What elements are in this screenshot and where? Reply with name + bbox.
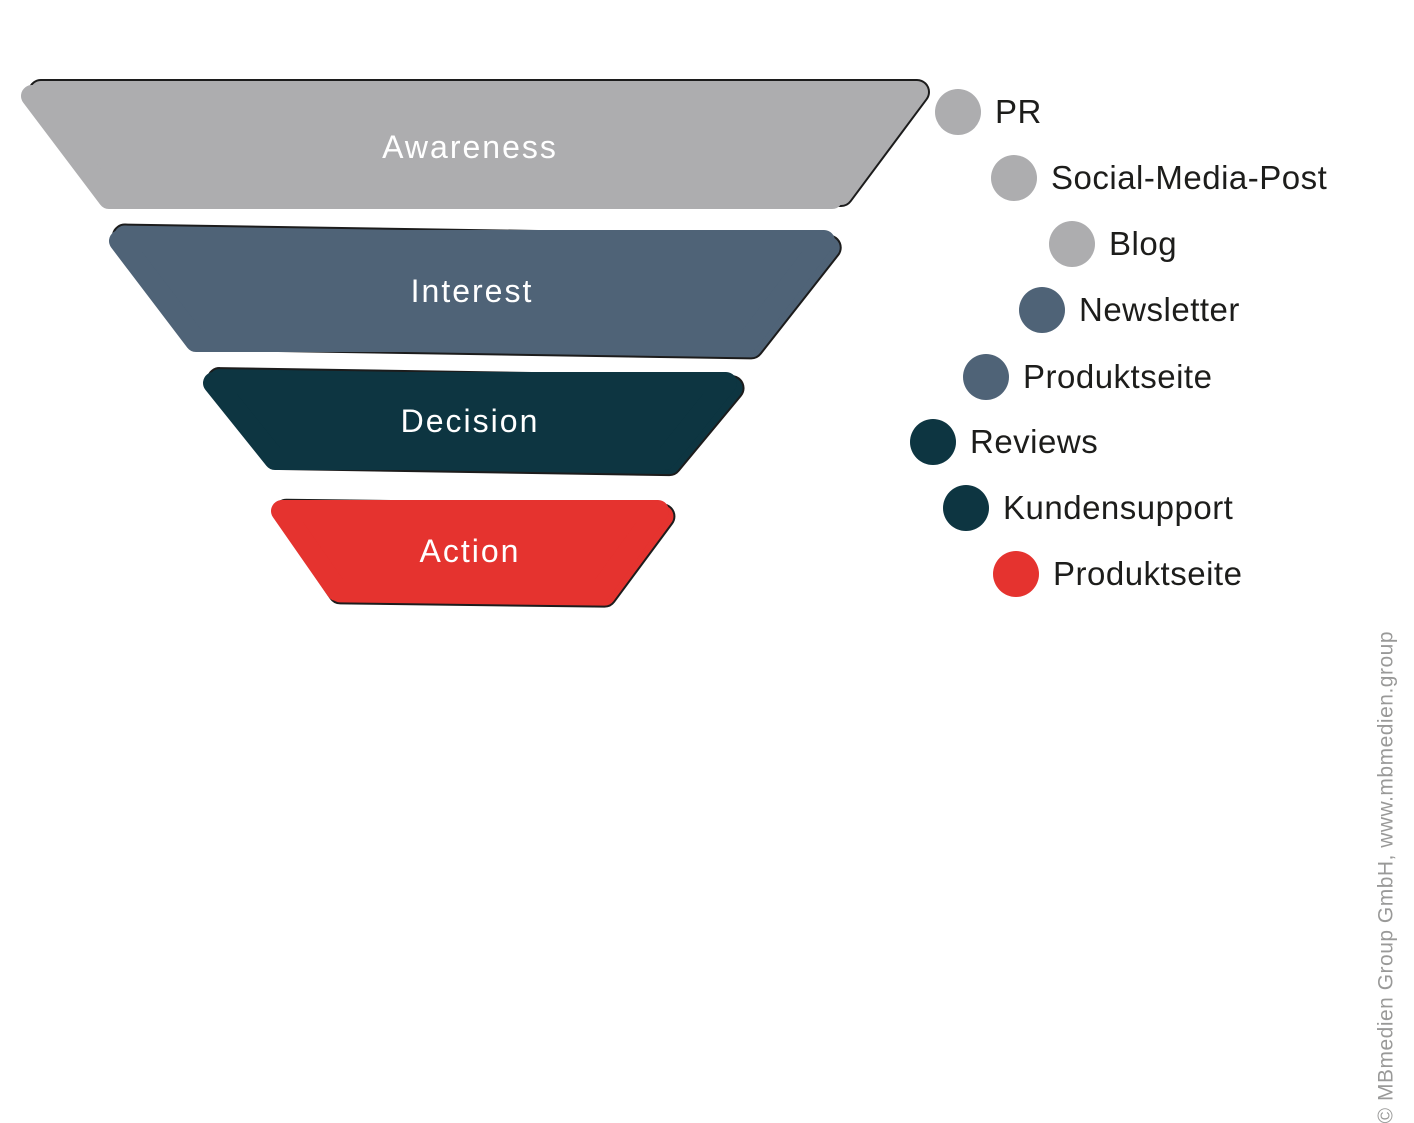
legend-dot-icon — [1049, 221, 1095, 267]
funnel-chart: Awareness Interest Decision Action — [21, 79, 930, 608]
legend-label: Reviews — [970, 423, 1099, 460]
legend-dot-icon — [935, 89, 981, 135]
decision-shape — [203, 372, 737, 470]
legend-label: Social-Media-Post — [1051, 159, 1328, 196]
legend-item-produktseite: Produktseite — [963, 354, 1212, 400]
legend-item-reviews: Reviews — [910, 419, 1098, 465]
funnel-stage-decision: Decision — [203, 367, 745, 477]
legend-item-newsletter: Newsletter — [1019, 287, 1240, 333]
funnel-stage-action: Action — [271, 498, 676, 608]
action-label: Action — [420, 533, 521, 569]
interest-shape — [109, 230, 835, 352]
legend-label: Newsletter — [1079, 291, 1240, 328]
legend-item-kundensupport: Kundensupport — [943, 485, 1233, 531]
legend-item-pr: PR — [935, 89, 1042, 135]
legend-item-blog: Blog — [1049, 221, 1177, 267]
funnel-diagram-page: { "background": "#ffffff", "funnel": { "… — [21, 79, 1397, 1123]
legend-label: Produktseite — [1023, 358, 1213, 395]
legend-item-social-media-post: Social-Media-Post — [991, 155, 1327, 201]
legend-dot-icon — [993, 551, 1039, 597]
decision-label: Decision — [401, 403, 540, 439]
awareness-label: Awareness — [382, 129, 558, 165]
legend-dot-icon — [910, 419, 956, 465]
legend-label: Blog — [1109, 225, 1178, 262]
funnel-stage-awareness: Awareness — [21, 79, 930, 209]
legend-label: Kundensupport — [1003, 489, 1234, 526]
interest-label: Interest — [411, 273, 534, 309]
legend-label: Produktseite — [1053, 555, 1243, 592]
legend-dot-icon — [991, 155, 1037, 201]
funnel-stage-interest: Interest — [109, 223, 842, 360]
legend-dot-icon — [1019, 287, 1065, 333]
legend-dot-icon — [943, 485, 989, 531]
awareness-shape — [21, 85, 919, 209]
action-shape — [271, 500, 669, 601]
legend-item-produktseite-action: Produktseite — [993, 551, 1242, 597]
legend-dot-icon — [963, 354, 1009, 400]
legend-label: PR — [995, 93, 1042, 130]
watermark-copyright: © MBmedien Group GmbH, www.mbmedien.grou… — [1374, 631, 1397, 1123]
